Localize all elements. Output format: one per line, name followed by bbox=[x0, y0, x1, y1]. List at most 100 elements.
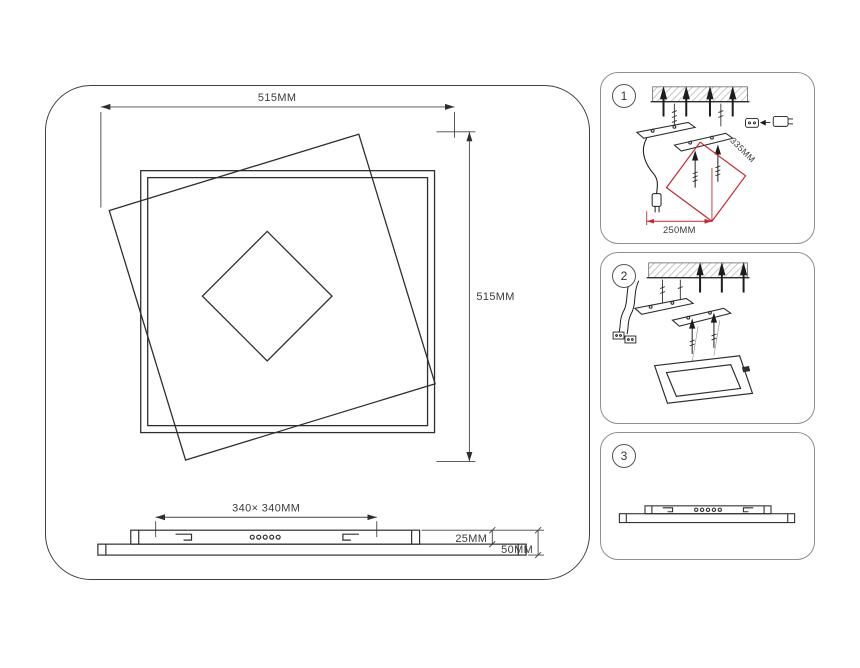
frame-outer bbox=[653, 355, 754, 404]
step-2-illustration bbox=[612, 261, 754, 404]
step-3-badge: 3 bbox=[612, 444, 636, 468]
step-3-illustration bbox=[618, 505, 796, 524]
bracket-hole bbox=[710, 135, 714, 140]
bracket-hole bbox=[708, 310, 712, 315]
connector-hole bbox=[269, 534, 275, 540]
step-2-badge: 2 bbox=[612, 264, 636, 288]
connector-hole bbox=[249, 534, 255, 540]
guide-line bbox=[713, 320, 721, 356]
anchor-arrowhead bbox=[696, 261, 704, 276]
connector-socket bbox=[745, 118, 759, 128]
step-3-panel: 3 bbox=[600, 432, 815, 560]
connector-hole bbox=[748, 121, 751, 125]
supply-wires bbox=[612, 278, 640, 344]
screw-thread bbox=[692, 175, 698, 179]
screw-thread bbox=[718, 110, 724, 113]
screw-thread bbox=[718, 115, 724, 118]
screw-thread bbox=[671, 120, 678, 123]
screw-thread bbox=[689, 343, 695, 347]
connector-hole bbox=[262, 534, 268, 540]
anchor-arrows bbox=[659, 85, 737, 117]
screw-thread bbox=[715, 165, 721, 169]
screw-thread bbox=[711, 337, 717, 341]
mount-clip bbox=[742, 507, 754, 513]
terminal-block bbox=[612, 331, 625, 340]
fixing-screws bbox=[692, 144, 722, 188]
bracket-hole bbox=[686, 315, 691, 320]
step-1-number: 1 bbox=[620, 89, 628, 103]
mounting-bracket bbox=[671, 307, 733, 327]
connector-hole bbox=[699, 507, 705, 512]
mounting-bracket bbox=[673, 132, 734, 152]
terminal-block bbox=[624, 335, 637, 344]
terminal-hole bbox=[619, 334, 622, 337]
screw-thread bbox=[677, 286, 683, 289]
frame-inner bbox=[665, 364, 742, 397]
profile-base-plate bbox=[97, 543, 527, 556]
plug-icon bbox=[651, 193, 662, 207]
terminal-hole bbox=[627, 338, 630, 341]
screw-arrowhead bbox=[689, 318, 696, 329]
connector-hole bbox=[753, 121, 756, 125]
dim-tick bbox=[534, 551, 542, 559]
screw-arrowhead bbox=[692, 150, 699, 161]
fixture-top-view bbox=[108, 133, 436, 461]
step-1-panel: 335MM 250MM 1 bbox=[600, 72, 815, 244]
connector-hole bbox=[693, 507, 699, 512]
step-1-illustration: 335MM 250MM bbox=[635, 85, 793, 235]
dim-50-label: 50MM bbox=[501, 544, 533, 556]
fixing-screws bbox=[689, 312, 718, 354]
frame-clip bbox=[741, 365, 751, 373]
center-diamond bbox=[201, 230, 333, 362]
step-3-number: 3 bbox=[620, 449, 628, 463]
dim-25-label: 25MM bbox=[455, 533, 487, 545]
connector-hole bbox=[711, 507, 717, 512]
guide-line bbox=[691, 326, 699, 362]
anchor-arrowhead bbox=[706, 85, 714, 100]
screw-arrowhead bbox=[714, 144, 722, 155]
screw-thread bbox=[692, 179, 698, 183]
quick-connector-icon bbox=[745, 116, 793, 128]
dim-tick bbox=[534, 526, 542, 534]
connector-hole bbox=[717, 507, 723, 512]
hanging-screws bbox=[659, 279, 683, 305]
wire bbox=[618, 278, 632, 333]
main-drawing-panel: 515MM 515MM 340× 340MM 25MM 50MM bbox=[45, 85, 590, 580]
profile-body bbox=[644, 505, 772, 515]
bracket-hole bbox=[650, 128, 655, 133]
dim-335-label: 335MM bbox=[728, 135, 757, 164]
red-distance-square bbox=[665, 141, 747, 223]
profile-base-plate bbox=[618, 513, 796, 524]
connector-hole bbox=[705, 507, 711, 512]
dim-right-label: 515MM bbox=[476, 291, 514, 303]
alignment-guides bbox=[691, 320, 721, 362]
anchor-arrowhead bbox=[659, 85, 668, 100]
screw-thread bbox=[671, 110, 678, 113]
anchor-arrowhead bbox=[682, 85, 690, 100]
mount-clip bbox=[175, 533, 193, 541]
power-cable bbox=[642, 137, 658, 194]
bracket-hole bbox=[670, 300, 675, 305]
mounted-profile bbox=[618, 505, 796, 524]
power-cable-plug bbox=[642, 137, 662, 213]
anchor-arrowhead bbox=[718, 261, 726, 276]
bracket-hole bbox=[688, 140, 693, 145]
screw-thread bbox=[671, 115, 678, 118]
mount-clip bbox=[662, 507, 674, 513]
step-1-badge: 1 bbox=[612, 84, 636, 108]
install-distance-square bbox=[646, 141, 747, 226]
terminal-hole bbox=[615, 334, 618, 337]
anchor-arrowhead bbox=[729, 85, 737, 100]
screw-thread bbox=[659, 291, 666, 294]
fixed-frame-outer bbox=[140, 170, 436, 434]
dim-top-label: 515MM bbox=[258, 92, 296, 104]
profile-body bbox=[130, 529, 421, 545]
screw-thread bbox=[715, 169, 721, 173]
terminal-hole bbox=[631, 338, 634, 341]
frame-perspective bbox=[653, 355, 754, 404]
wire bbox=[626, 280, 640, 335]
rotated-frame bbox=[108, 133, 436, 461]
mounting-bracket bbox=[635, 121, 697, 139]
mounting-brackets bbox=[635, 121, 734, 152]
